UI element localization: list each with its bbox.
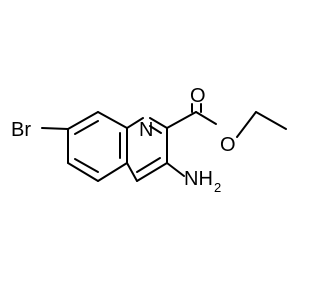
bond-carbonyl-oester bbox=[195, 111, 217, 125]
bond-oester-ch2 bbox=[236, 111, 257, 138]
ester-oxygen-label: O bbox=[220, 134, 236, 156]
bond-c3-c4-inner bbox=[136, 157, 161, 173]
bond-c6-c5 bbox=[67, 162, 99, 182]
atom-labels: Br N O O NH 2 bbox=[11, 85, 236, 195]
bond-c2-carbonyl bbox=[166, 111, 197, 129]
bond-n1-c2-inner bbox=[149, 125, 162, 134]
bond-c5-c4a bbox=[97, 162, 128, 182]
bond-c8-c7 bbox=[67, 111, 99, 130]
bond-c7-br bbox=[41, 127, 69, 130]
molecule-diagram: Br N O O NH 2 bbox=[11, 85, 287, 195]
ring-nitrogen-label: N bbox=[139, 119, 153, 141]
carbonyl-oxygen-label: O bbox=[190, 85, 206, 107]
bond-n1-c2 bbox=[149, 117, 168, 129]
bromine-label: Br bbox=[11, 119, 31, 141]
bond-c8-c7-inner bbox=[74, 120, 99, 135]
amine-label: NH bbox=[184, 168, 213, 190]
bond-c8a-n1 bbox=[126, 117, 144, 129]
bond-c6-c5-inner bbox=[74, 158, 99, 173]
bonds bbox=[41, 103, 287, 182]
bond-c3-c4 bbox=[136, 162, 168, 182]
bond-c8a-c8 bbox=[97, 111, 128, 129]
bond-c3-nh2 bbox=[166, 162, 185, 177]
bond-c4-c4a bbox=[126, 162, 138, 182]
bond-ch2-ch3 bbox=[255, 111, 287, 130]
amine-subscript: 2 bbox=[214, 180, 221, 195]
